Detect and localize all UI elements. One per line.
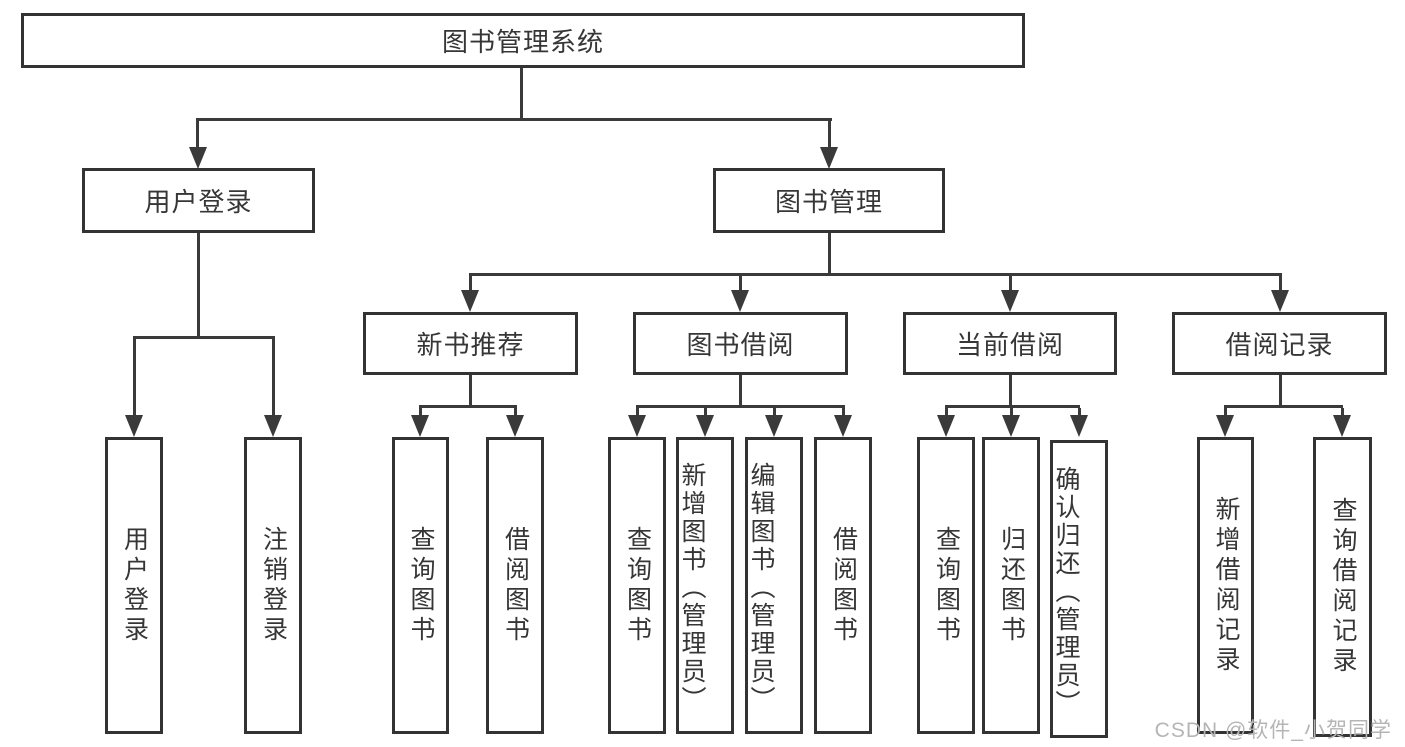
connector-line [1224, 405, 1343, 408]
connector-line [636, 405, 845, 408]
connector-line [196, 118, 832, 121]
leaf-label: 用户登录 [120, 525, 149, 646]
connector-line [1009, 276, 1012, 291]
node-label: 当前借阅 [955, 330, 1064, 360]
connector-line [133, 336, 275, 339]
node-label: 借阅记录 [1225, 330, 1334, 360]
leaf-query-borrow-record: 查询借阅记录 [1313, 437, 1372, 737]
leaf-label: 编辑图书（管理员） [747, 462, 775, 714]
arrow-down-icon [125, 415, 143, 437]
leaf-add-book-admin: 新增图书（管理员） [676, 437, 734, 734]
arrow-down-icon [506, 415, 524, 437]
connector-line [520, 68, 523, 118]
connector-line [514, 408, 517, 416]
arrow-down-icon [628, 415, 646, 437]
leaf-logout-login: 注销登录 [244, 437, 302, 734]
arrow-down-icon [696, 415, 714, 437]
leaf-label: 借阅图书 [829, 525, 858, 646]
arrow-down-icon [1333, 415, 1351, 437]
arrow-down-icon [765, 415, 783, 437]
leaf-label: 新增图书（管理员） [678, 462, 706, 714]
connector-line [1078, 408, 1081, 416]
connector-line [419, 405, 517, 408]
connector-line [945, 408, 948, 416]
arrow-down-icon [1216, 415, 1234, 437]
arrow-down-icon [264, 415, 282, 437]
leaf-borrow-books: 借阅图书 [814, 437, 872, 734]
connector-line [842, 408, 845, 416]
leaf-label: 确认归还（管理员） [1052, 465, 1080, 718]
node-borrowing-records: 借阅记录 [1172, 312, 1387, 375]
connector-line [1009, 375, 1012, 405]
node-book-borrowing: 图书借阅 [633, 312, 848, 375]
node-new-book-recommend: 新书推荐 [363, 312, 578, 375]
leaf-return-books: 归还图书 [982, 437, 1040, 734]
node-current-borrowing: 当前借阅 [903, 312, 1117, 375]
node-label: 新书推荐 [416, 330, 525, 360]
leaf-label: 新增借阅记录 [1212, 495, 1240, 676]
node-book-management: 图书管理 [713, 168, 945, 233]
arrow-down-icon [1070, 415, 1088, 437]
arrow-down-icon [1271, 290, 1289, 312]
leaf-label: 查询图书 [623, 525, 652, 646]
node-label: 图书管理系统 [441, 27, 604, 57]
connector-line [739, 375, 742, 405]
leaf-label: 借阅图书 [501, 525, 530, 646]
leaf-label: 归还图书 [997, 525, 1026, 646]
leaf-borrow-books-recommend: 借阅图书 [486, 437, 544, 734]
leaf-query-books-recommend: 查询图书 [392, 437, 449, 734]
leaf-confirm-return-admin: 确认归还（管理员） [1050, 440, 1108, 738]
arrow-down-icon [1001, 290, 1019, 312]
arrow-down-icon [1002, 415, 1020, 437]
leaf-query-books-borrowing: 查询图书 [608, 437, 666, 734]
connector-line [1279, 276, 1282, 291]
connector-line [196, 121, 199, 149]
connector-line [1010, 408, 1013, 416]
leaf-label: 查询图书 [932, 525, 961, 646]
leaf-label: 查询图书 [407, 525, 435, 646]
connector-line [1224, 408, 1227, 416]
connector-line [739, 276, 742, 291]
leaf-add-borrow-record: 新增借阅记录 [1197, 437, 1254, 734]
leaf-edit-book-admin: 编辑图书（管理员） [745, 437, 803, 734]
connector-line [828, 121, 831, 149]
node-label: 图书管理 [774, 187, 883, 217]
leaf-label: 查询借阅记录 [1329, 497, 1357, 677]
arrow-down-icon [731, 290, 749, 312]
arrow-down-icon [189, 147, 207, 169]
connector-line [419, 408, 422, 416]
arrow-down-icon [461, 290, 479, 312]
node-label: 用户登录 [144, 187, 253, 217]
leaf-label: 注销登录 [259, 525, 288, 646]
node-label: 图书借阅 [686, 330, 795, 360]
arrow-down-icon [411, 415, 429, 437]
arrow-down-icon [834, 415, 852, 437]
connector-line [1279, 375, 1282, 405]
arrow-down-icon [937, 415, 955, 437]
watermark: CSDN @软件_小贺同学 [1154, 719, 1392, 742]
leaf-user-login: 用户登录 [105, 437, 163, 734]
connector-line [828, 233, 831, 273]
connector-line [704, 408, 707, 416]
connector-line [945, 405, 1080, 408]
connector-line [469, 273, 1282, 276]
connector-line [197, 233, 200, 336]
node-user-login: 用户登录 [82, 168, 315, 233]
connector-line [773, 408, 776, 416]
leaf-query-books-current: 查询图书 [917, 437, 975, 734]
connector-line [272, 339, 275, 416]
connector-line [469, 276, 472, 291]
connector-line [133, 339, 136, 416]
connector-line [469, 375, 472, 405]
arrow-down-icon [820, 147, 838, 169]
node-library-system: 图书管理系统 [21, 13, 1025, 68]
connector-line [1341, 408, 1344, 416]
connector-line [636, 408, 639, 416]
